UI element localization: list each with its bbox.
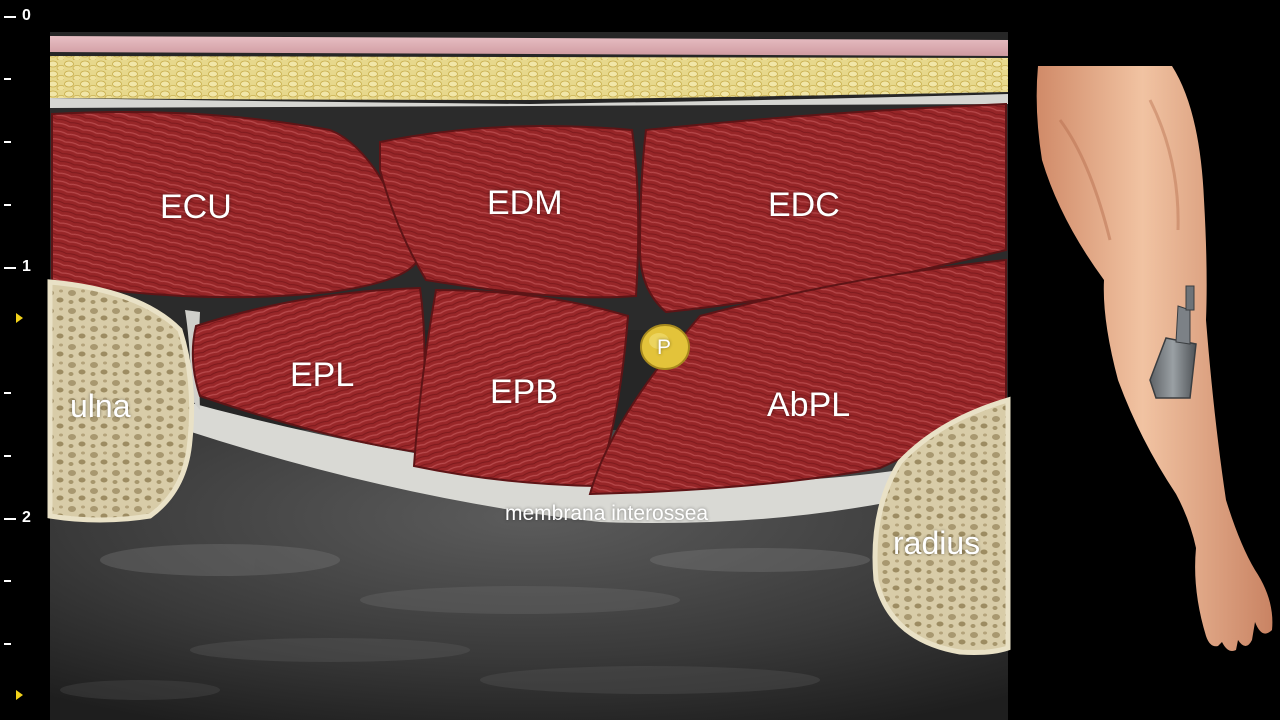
label-edm: EDM <box>487 184 563 222</box>
depth-label-1: 1 <box>22 258 31 275</box>
depth-tick-major <box>4 267 16 269</box>
ulna-shape <box>47 279 195 523</box>
subcutaneous-fat <box>50 56 1008 100</box>
depth-tick <box>4 392 11 394</box>
label-ecu: ECU <box>160 188 232 226</box>
focus-marker-icon <box>16 313 23 323</box>
depth-tick <box>4 78 11 80</box>
muscle-edm-shape <box>379 125 640 299</box>
ultrasound-field <box>47 32 1011 720</box>
membrana-interossea-band <box>180 400 900 524</box>
radius-shape <box>872 396 1011 655</box>
focus-marker-icon <box>16 690 23 700</box>
depth-tick <box>4 643 11 645</box>
label-abpl: AbPL <box>767 386 851 424</box>
muscle-abpl-shape <box>588 258 1007 496</box>
depth-tick-major <box>4 16 16 18</box>
arm-probe-guide <box>1036 66 1273 651</box>
depth-tick <box>4 141 11 143</box>
label-nerve: P <box>657 336 672 359</box>
skin-layer <box>50 36 1008 56</box>
depth-label-2: 2 <box>22 509 31 526</box>
depth-tick-major <box>4 518 16 520</box>
label-epl: EPL <box>290 356 355 394</box>
label-ulna: ulna <box>70 388 131 424</box>
depth-label-0: 0 <box>22 7 31 24</box>
arm-shape <box>1036 66 1273 651</box>
label-edc: EDC <box>768 186 840 224</box>
speckle-texture <box>60 544 870 700</box>
depth-tick <box>4 580 11 582</box>
depth-tick <box>4 455 11 457</box>
depth-tick <box>4 204 11 206</box>
ultrasound-probe-icon <box>1149 285 1197 399</box>
label-radius: radius <box>893 525 981 561</box>
label-membrana-interossea: membrana interossea <box>505 502 709 525</box>
label-epb: EPB <box>490 373 559 411</box>
